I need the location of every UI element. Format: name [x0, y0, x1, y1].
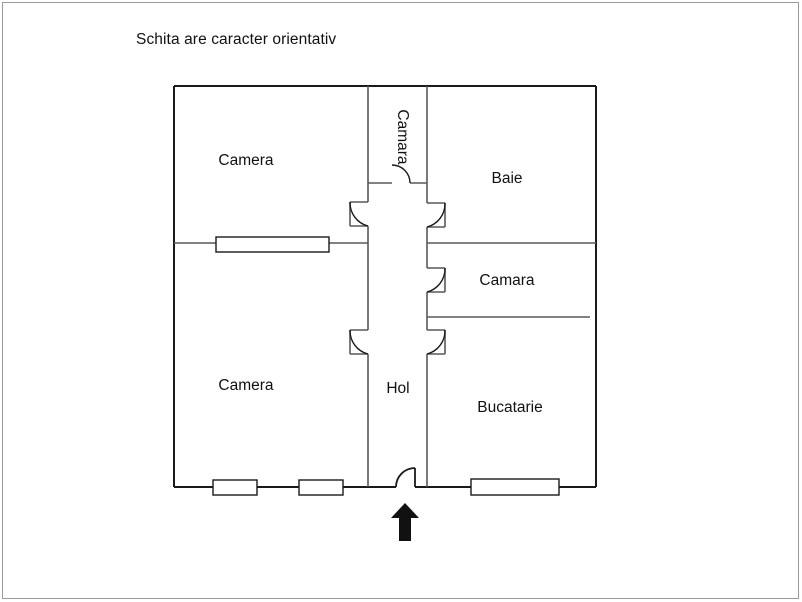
door-arc-camera-top-left: [349, 201, 369, 227]
door-arc-camara-right: [426, 267, 446, 293]
window-bottom-kitchen: [470, 478, 560, 496]
door-swings: [349, 164, 446, 355]
room-label-camera-top-left: Camera: [218, 152, 274, 169]
door-arc-baie: [426, 202, 446, 228]
window-bottom-left-2: [298, 479, 344, 496]
room-label-baie: Baie: [491, 170, 522, 187]
entrance-door: [395, 467, 416, 488]
door-arc-camera-bottom-left: [349, 329, 369, 355]
entrance-arrow: [391, 503, 419, 541]
entrance-arrow-shape: [391, 503, 419, 541]
room-label-camara-right: Camara: [479, 272, 535, 289]
room-labels: Camera Camara Baie Camara Camera Hol Buc…: [218, 109, 542, 416]
door-arc-camara-top: [391, 164, 411, 184]
page-title: Schita are caracter orientativ: [136, 31, 337, 48]
room-label-bucatarie: Bucatarie: [477, 399, 542, 416]
door-arc-bucatarie: [426, 329, 446, 355]
window-bottom-left-1: [212, 479, 258, 496]
room-label-camara-hall-top: Camara: [394, 109, 411, 165]
room-label-camera-bottom-left: Camera: [218, 377, 274, 394]
windows: [212, 236, 560, 496]
entrance-door-arc: [395, 467, 416, 488]
exterior-walls: [173, 85, 597, 488]
window-left-middle: [215, 236, 330, 253]
room-label-hol: Hol: [386, 380, 409, 397]
